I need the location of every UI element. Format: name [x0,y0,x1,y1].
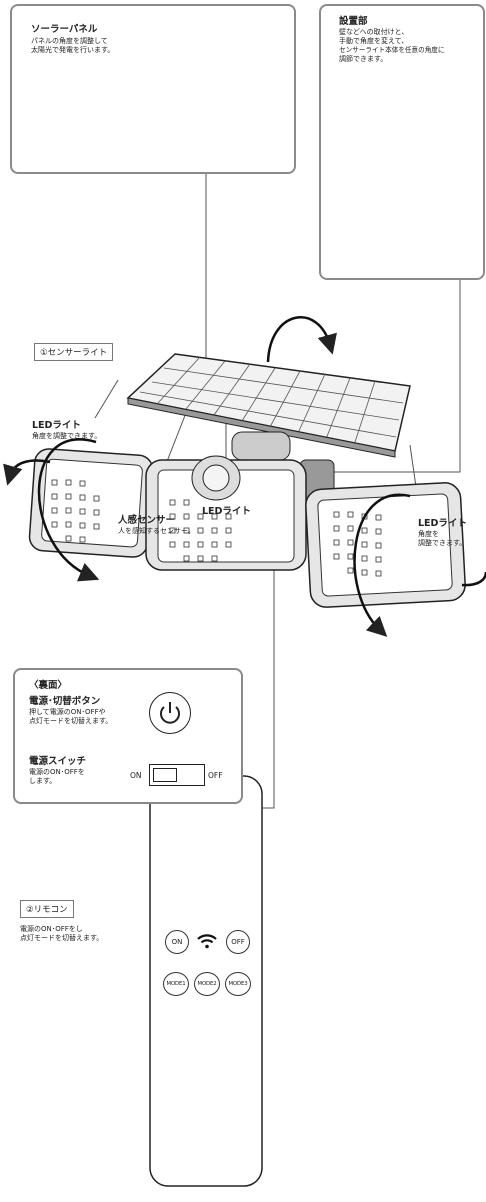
power-icon[interactable] [149,692,191,734]
solar-panel-desc-2: 太陽光で発電を行います。 [31,46,115,54]
center-led-title: LEDライト [202,506,251,517]
back-panel-callout: 〈裏面〉 電源･切替ボタン 押して電源のON･OFFや 点灯モードを切替えます。… [13,668,243,804]
rotate-arrow-icon [3,316,486,637]
left-led-desc: 角度を調整できます。 [32,432,102,440]
power-switch-title: 電源スイッチ [29,756,87,767]
mount-callout: 設置部 壁などへの取付けと、 手動で角度を変えて、 センサーライト本体を任意の角… [319,4,485,280]
sensor-light-label: ①センサーライト [34,343,114,361]
mount-desc-4: 調節できます。 [339,55,388,63]
back-panel-heading: 〈裏面〉 [29,680,68,691]
remote-off-button[interactable]: OFF [226,930,250,954]
remote-mode3-button[interactable]: MODE3 [225,972,251,996]
right-led-desc-2: 調整できます。 [418,539,467,547]
power-button-desc-2: 点灯モードを切替えます。 [29,717,113,725]
left-led-title: LEDライト [32,420,81,431]
remote-desc-2: 点灯モードを切替えます。 [20,934,104,942]
solar-panel-title: ソーラーパネル [31,24,98,35]
mount-desc-2: 手動で角度を変えて、 [339,37,409,45]
right-led-desc-1: 角度を [418,530,439,538]
remote-mode2-button[interactable]: MODE2 [194,972,220,996]
toggle-switch-icon[interactable] [149,764,205,786]
power-switch-desc-1: 電源のON･OFFを [29,768,85,776]
mount-desc-1: 壁などへの取付けと、 [339,28,409,36]
human-sensor-desc: 人を感知するセンサー。 [118,527,195,535]
power-switch-desc-2: します。 [29,777,57,785]
remote-mode1-button[interactable]: MODE1 [163,972,189,996]
remote-label: ②リモコン [20,900,74,918]
switch-on-label: ON [130,771,142,780]
mount-desc-3: センサーライト本体を任意の角度に [339,46,445,54]
solar-panel-desc-1: パネルの角度を調整して [31,37,108,45]
sensor-light-illustration [3,316,486,637]
power-button-title: 電源･切替ボタン [29,696,101,707]
remote-desc-1: 電源のON･OFFをし [20,925,83,933]
mount-title: 設置部 [339,16,368,27]
power-button-desc-1: 押して電源のON･OFFや [29,708,106,716]
right-led-title: LEDライト [418,518,467,529]
solar-panel-callout: ソーラーパネル パネルの角度を調整して 太陽光で発電を行います。 [10,4,296,174]
wifi-signal-icon [196,932,218,950]
remote-on-button[interactable]: ON [165,930,189,954]
human-sensor-title: 人感センサー [118,515,176,526]
switch-off-label: OFF [208,771,223,780]
